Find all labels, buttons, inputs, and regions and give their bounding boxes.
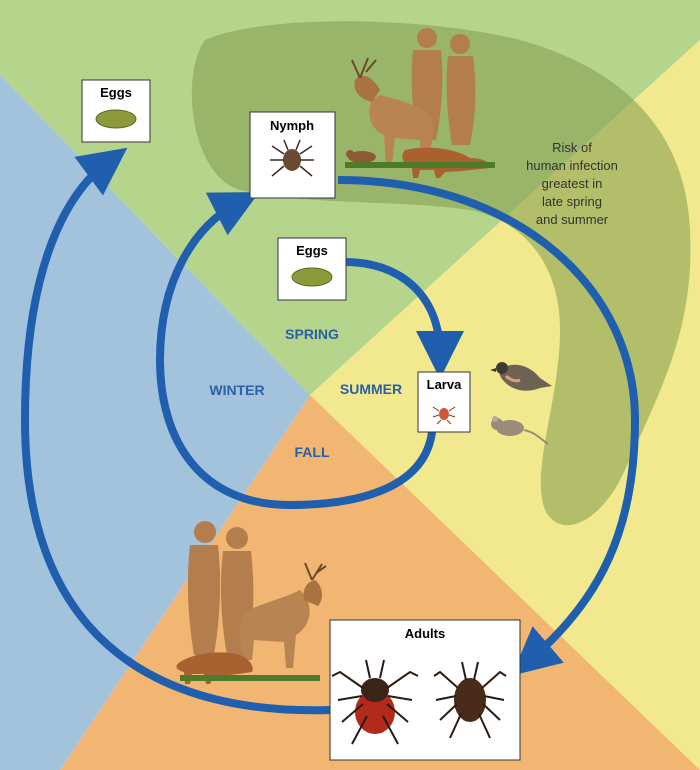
eggs-inner-label: Eggs bbox=[296, 243, 328, 258]
risk-line-2: human infection bbox=[526, 158, 618, 173]
adult-female-tick-icon bbox=[331, 659, 419, 745]
eggs-outer-stage-box: Eggs bbox=[81, 79, 151, 143]
risk-note: Risk of human infection greatest in late… bbox=[526, 140, 618, 227]
nymph-label: Nymph bbox=[270, 118, 314, 133]
adult-male-tick-icon bbox=[433, 661, 507, 739]
deer-icon-bottom bbox=[239, 562, 327, 668]
mouse-icon-right bbox=[491, 416, 549, 445]
arrow-adults-to-eggs bbox=[20, 147, 331, 715]
fall-label: FALL bbox=[295, 444, 330, 460]
risk-line-5: and summer bbox=[536, 212, 609, 227]
mouse-icon-top bbox=[346, 150, 376, 163]
eggs-outer-label: Eggs bbox=[100, 85, 132, 100]
larva-tick-icon bbox=[432, 406, 456, 425]
eggs-inner-stage-box: Eggs bbox=[277, 237, 347, 301]
spring-label: SPRING bbox=[285, 326, 339, 342]
adults-label: Adults bbox=[405, 626, 445, 641]
egg-cluster-icon-inner bbox=[291, 267, 333, 287]
winter-label: WINTER bbox=[209, 382, 264, 398]
adults-stage-box: Adults bbox=[329, 619, 521, 761]
host-animals-fall bbox=[176, 521, 327, 684]
egg-cluster-icon bbox=[95, 109, 137, 129]
larva-stage-box: Larva bbox=[417, 371, 471, 433]
arrow-larva-to-nymph bbox=[155, 192, 436, 510]
nymph-stage-box: Nymph bbox=[249, 111, 336, 199]
arrow-nymph-to-adults bbox=[337, 176, 640, 676]
fox-icon-bottom bbox=[176, 652, 253, 684]
risk-line-3: greatest in bbox=[542, 176, 603, 191]
risk-line-1: Risk of bbox=[552, 140, 592, 155]
host-animals-spring bbox=[345, 28, 495, 178]
arrow-eggs-to-larva bbox=[344, 258, 464, 379]
winter-quadrant bbox=[0, 75, 310, 770]
summer-label: SUMMER bbox=[340, 381, 402, 397]
larva-label: Larva bbox=[427, 377, 462, 392]
deer-icon bbox=[351, 57, 434, 165]
risk-line-4: late spring bbox=[542, 194, 602, 209]
nymph-tick-icon bbox=[270, 139, 314, 177]
bird-icon bbox=[490, 362, 552, 391]
